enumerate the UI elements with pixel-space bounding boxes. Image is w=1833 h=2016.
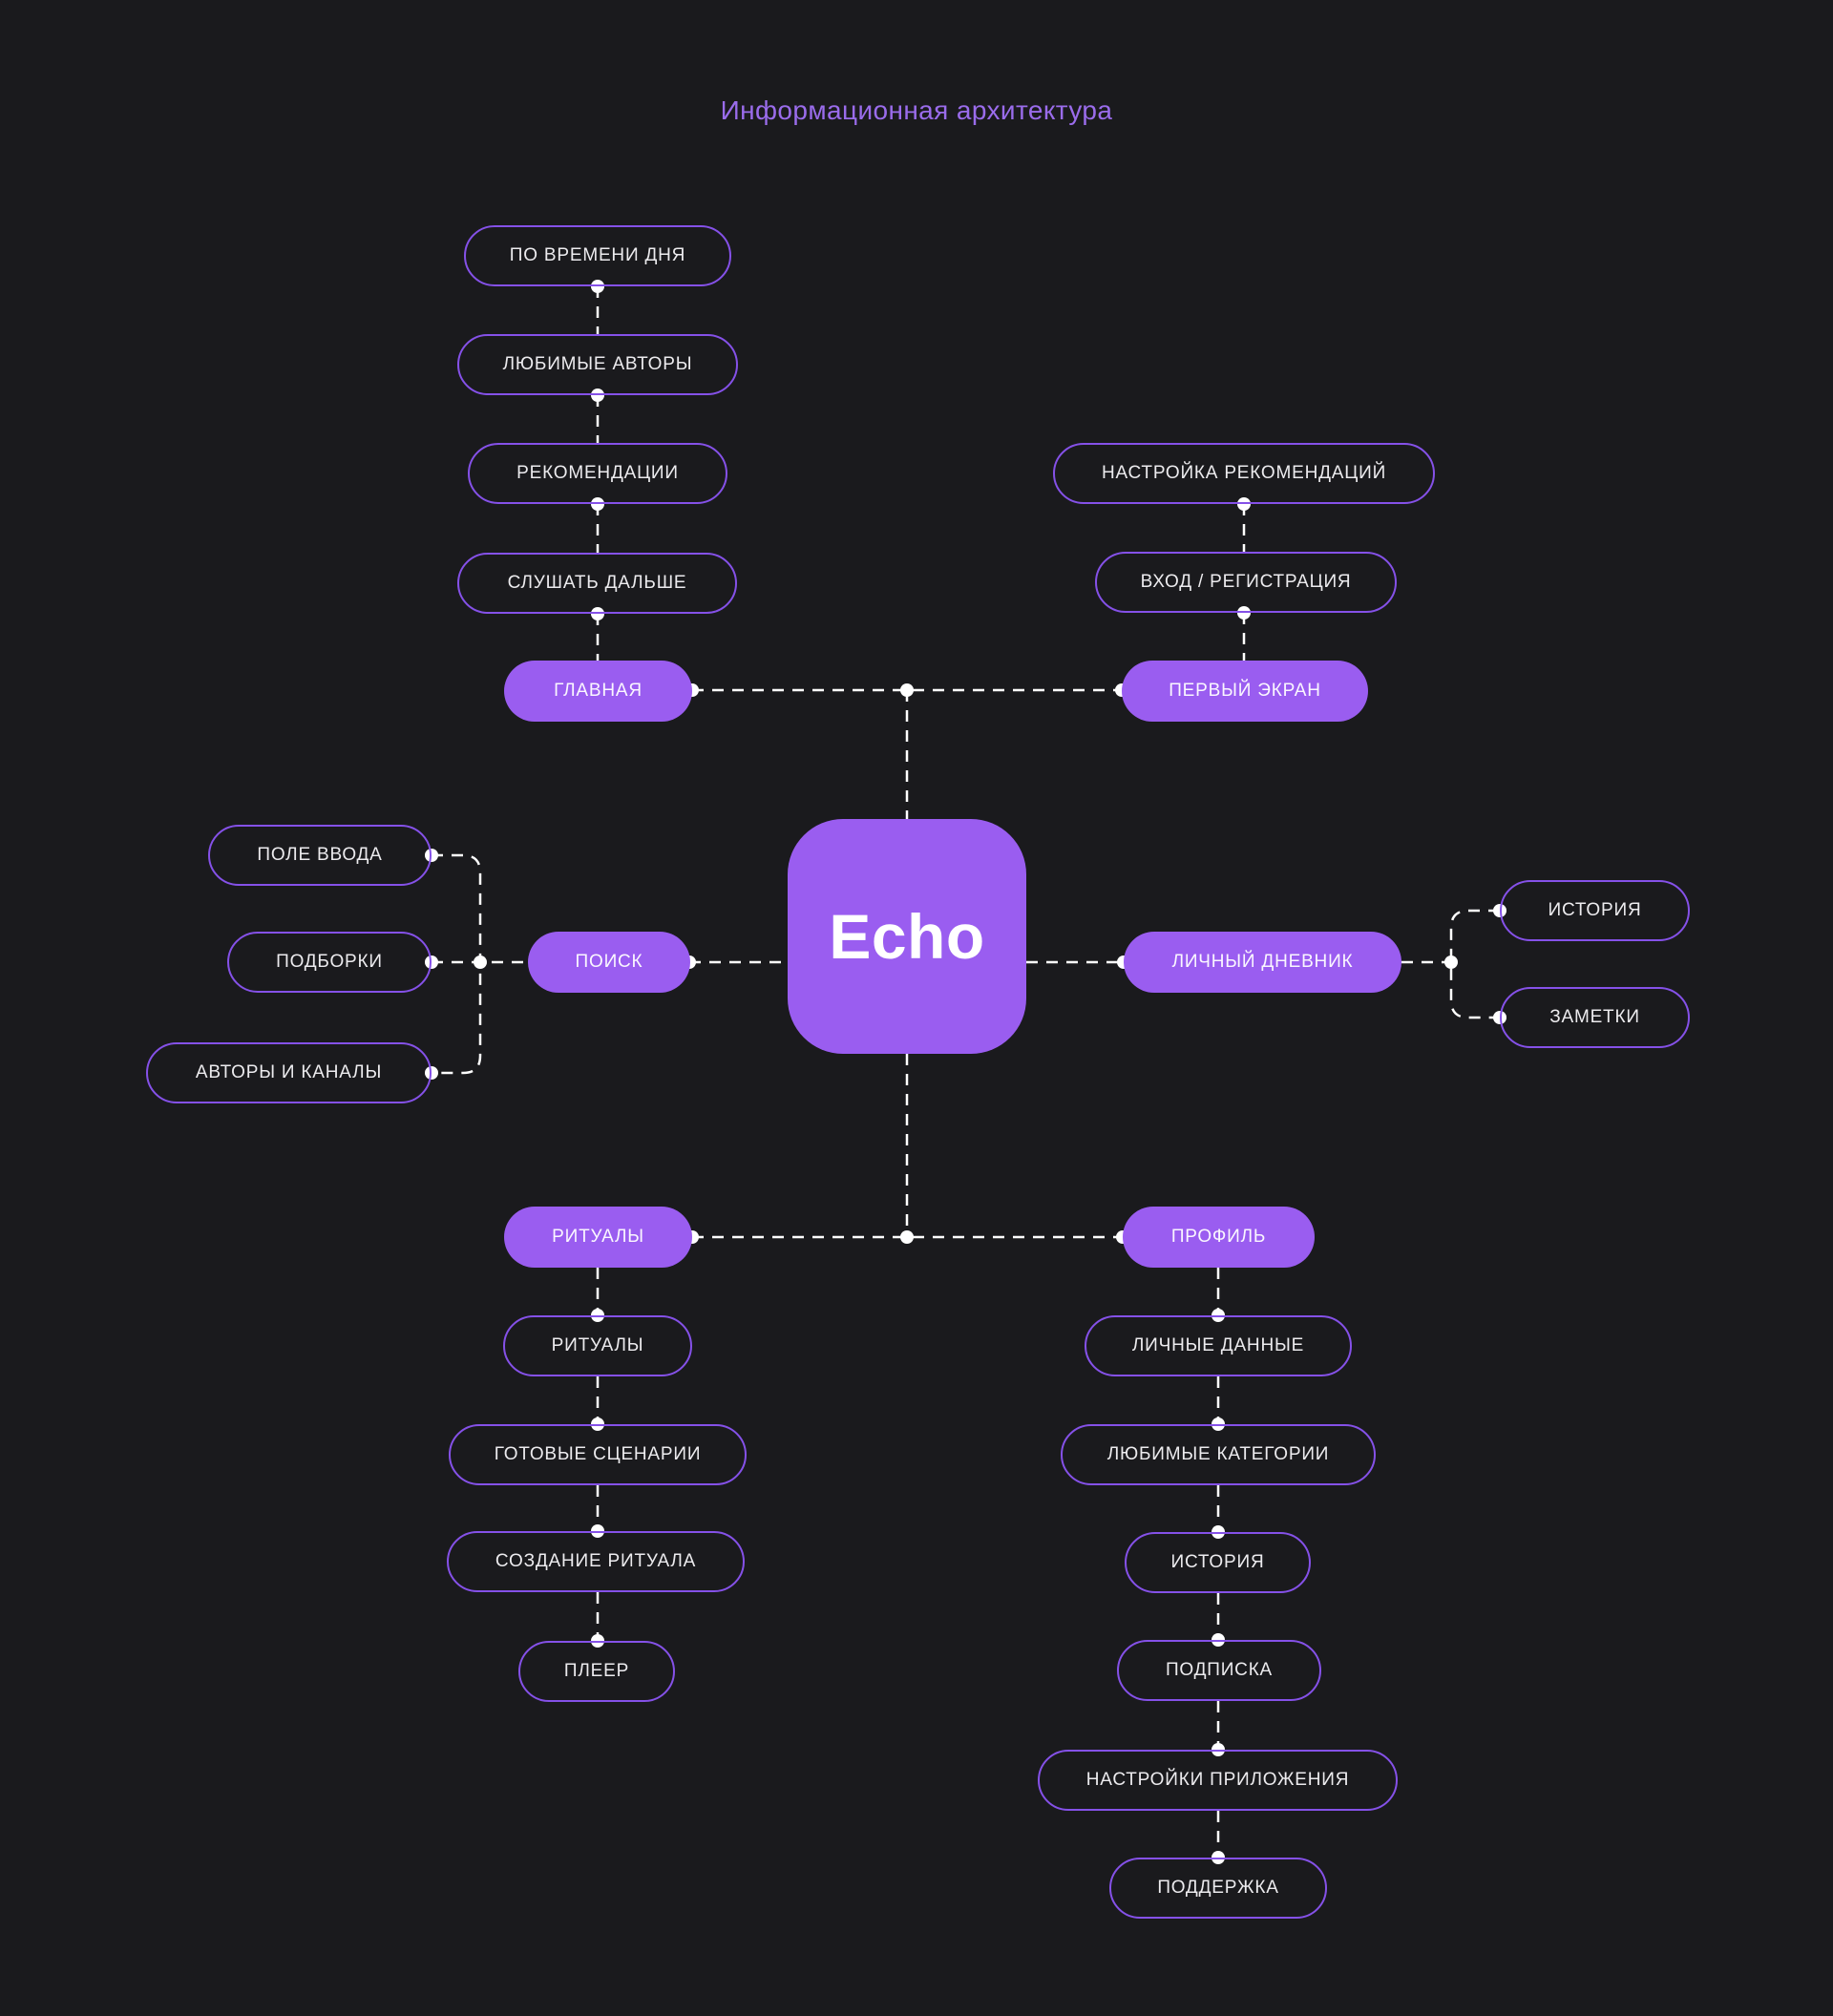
node-rekomendacii[interactable]: РЕКОМЕНДАЦИИ (468, 443, 727, 504)
node-nastroyka-rekomendaciy[interactable]: НАСТРОЙКА РЕКОМЕНДАЦИЙ (1053, 443, 1435, 504)
node-ritualy[interactable]: РИТУАЛЫ (503, 1315, 692, 1376)
node-podpiska[interactable]: ПОДПИСКА (1117, 1640, 1321, 1701)
node-po-vremeni-dnya[interactable]: ПО ВРЕМЕНИ ДНЯ (464, 225, 731, 286)
node-pole-vvoda[interactable]: ПОЛЕ ВВОДА (208, 825, 432, 886)
node-istoriya-diary[interactable]: ИСТОРИЯ (1500, 880, 1690, 941)
node-vhod-registraciya[interactable]: ВХОД / РЕГИСТРАЦИЯ (1095, 552, 1397, 613)
node-podborki[interactable]: ПОДБОРКИ (227, 932, 432, 993)
node-podderzhka[interactable]: ПОДДЕРЖКА (1109, 1858, 1327, 1919)
hub-pervyy-ekran[interactable]: ПЕРВЫЙ ЭКРАН (1122, 661, 1368, 722)
junction-dots (425, 280, 1506, 1864)
node-nastroyki-prilozheniya[interactable]: НАСТРОЙКИ ПРИЛОЖЕНИЯ (1038, 1750, 1398, 1811)
hub-lichnyy-dnevnik[interactable]: ЛИЧНЫЙ ДНЕВНИК (1124, 932, 1401, 993)
node-lyubimye-avtory[interactable]: ЛЮБИМЫЕ АВТОРЫ (457, 334, 738, 395)
hub-profil[interactable]: ПРОФИЛЬ (1123, 1207, 1315, 1268)
hub-ritualy[interactable]: РИТУАЛЫ (504, 1207, 692, 1268)
node-lichnye-dannye[interactable]: ЛИЧНЫЕ ДАННЫЕ (1085, 1315, 1352, 1376)
echo-logo[interactable]: Echo (788, 819, 1026, 1054)
hub-poisk[interactable]: ПОИСК (528, 932, 690, 993)
page-title: Информационная архитектура (720, 95, 1113, 125)
node-zametki[interactable]: ЗАМЕТКИ (1500, 987, 1690, 1048)
node-istoriya-profile[interactable]: ИСТОРИЯ (1125, 1532, 1311, 1593)
hub-glavnaya[interactable]: ГЛАВНАЯ (504, 661, 692, 722)
node-pleer[interactable]: ПЛЕЕР (518, 1641, 675, 1702)
node-avtory-i-kanaly[interactable]: АВТОРЫ И КАНАЛЫ (146, 1042, 432, 1103)
node-slushat-dalshe[interactable]: СЛУШАТЬ ДАЛЬШЕ (457, 553, 737, 614)
node-gotovye-scenarii[interactable]: ГОТОВЫЕ СЦЕНАРИИ (449, 1424, 747, 1485)
node-sozdanie-rituala[interactable]: СОЗДАНИЕ РИТУАЛА (447, 1531, 745, 1592)
node-lyubimye-kategorii[interactable]: ЛЮБИМЫЕ КАТЕГОРИИ (1061, 1424, 1376, 1485)
